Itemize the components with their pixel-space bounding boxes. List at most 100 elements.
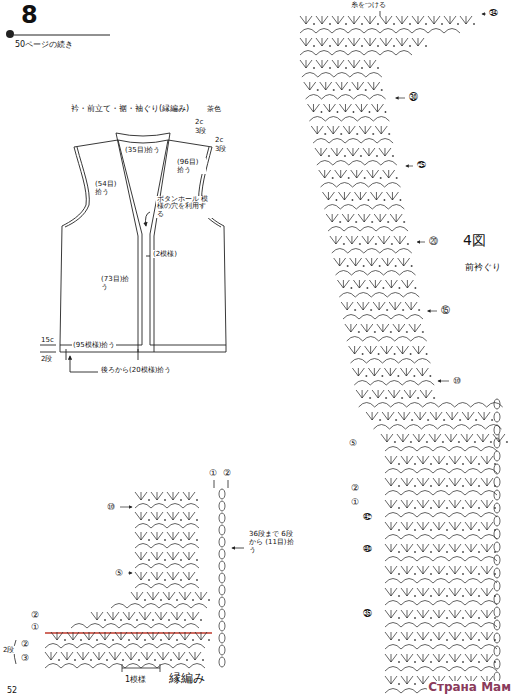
fan-stitch — [151, 492, 163, 500]
single-crochet — [329, 67, 331, 69]
fan-stitch — [167, 512, 179, 520]
single-crochet — [196, 499, 198, 501]
fan-stitch — [401, 654, 413, 662]
single-crochet — [414, 287, 416, 289]
chain-loop — [411, 337, 427, 342]
fan-stitch — [417, 522, 429, 530]
leader-line — [120, 507, 132, 508]
fan-stitch — [371, 104, 383, 112]
chain-loop — [388, 205, 404, 210]
chain-loop — [385, 535, 401, 540]
chain-loop — [347, 337, 363, 342]
fan-stitch — [449, 610, 461, 618]
note: 36段まで 6段から (11目)拾う — [248, 530, 298, 554]
fan-stitch — [364, 60, 376, 68]
chain-stitch — [494, 646, 500, 656]
fan-stitch — [382, 412, 394, 420]
chain-loop — [423, 403, 439, 408]
single-crochet — [446, 485, 448, 487]
fan-stitch — [300, 60, 312, 68]
single-crochet — [368, 111, 370, 113]
row-number: ㉕ — [416, 160, 427, 170]
single-crochet — [429, 375, 431, 377]
single-crochet — [414, 551, 416, 553]
single-crochet — [180, 559, 182, 561]
fan-stitch — [465, 566, 477, 574]
leader-line — [146, 256, 150, 257]
fan-stitch — [416, 368, 428, 376]
single-crochet — [352, 111, 354, 113]
figure-label: 4図 — [462, 232, 487, 248]
chain-stitch — [494, 399, 500, 409]
chain-loop — [343, 315, 359, 320]
chain-loop — [135, 524, 151, 529]
chain-loop — [135, 504, 151, 509]
vest-schematic — [40, 133, 226, 372]
single-crochet — [392, 155, 394, 157]
single-crochet — [427, 419, 429, 421]
fan-stitch — [367, 170, 379, 178]
chain-loop — [111, 604, 127, 609]
chain-loop — [365, 161, 381, 166]
chain-loop — [381, 161, 397, 166]
fan-stitch — [385, 632, 397, 640]
fan-stitch — [374, 214, 386, 222]
fan-stitch — [398, 412, 410, 420]
chain-stitch — [219, 489, 225, 499]
chain-loop — [374, 425, 390, 430]
chain-loop — [316, 51, 332, 56]
chain-loop — [157, 664, 173, 669]
fan-stitch — [183, 572, 195, 580]
chain-loop — [61, 664, 77, 669]
fan-stitch — [462, 412, 474, 420]
fan-stitch — [307, 104, 319, 112]
fan-stitch — [141, 652, 153, 660]
fan-stitch — [352, 82, 364, 90]
fan-stitch — [461, 434, 473, 442]
single-crochet — [80, 639, 82, 641]
chain-loop — [127, 604, 143, 609]
chain-loop — [366, 359, 382, 364]
fan-stitch — [45, 652, 57, 660]
armhole-band — [65, 147, 89, 227]
fan-stitch — [401, 522, 413, 530]
single-crochet — [371, 221, 373, 223]
single-crochet — [403, 221, 405, 223]
fan-stitch — [388, 390, 400, 398]
chain-loop — [151, 564, 167, 569]
single-crochet — [396, 177, 398, 179]
neckline-chart — [300, 14, 508, 693]
chain-loop — [167, 524, 183, 529]
chain-loop — [465, 623, 481, 628]
chain-loop — [465, 667, 481, 672]
fan-stitch — [460, 16, 472, 24]
fan-stitch — [167, 532, 179, 540]
fan-stitch — [385, 478, 397, 486]
repeat-count: (2模様) — [152, 250, 178, 258]
chain-loop — [340, 205, 356, 210]
single-crochet — [478, 595, 480, 597]
chain-loop — [318, 73, 334, 78]
single-crochet — [446, 463, 448, 465]
chain-stitch — [494, 542, 500, 552]
single-crochet — [446, 507, 448, 509]
chain-loop — [438, 425, 454, 430]
chain-loop — [77, 644, 93, 649]
row-number: ② — [30, 610, 40, 620]
single-crochet — [462, 463, 464, 465]
chain-loop — [376, 227, 392, 232]
row-number: ㊵ — [362, 544, 373, 554]
dimension: 2段 — [2, 646, 15, 654]
chain-loop — [379, 337, 395, 342]
chain-loop — [377, 139, 393, 144]
single-crochet — [196, 519, 198, 521]
single-crochet — [104, 619, 106, 621]
single-crochet — [462, 551, 464, 553]
single-crochet — [345, 67, 347, 69]
chain-loop — [417, 513, 433, 518]
fan-stitch — [381, 346, 393, 354]
leader-line — [428, 311, 437, 312]
fan-stitch — [135, 512, 147, 520]
left-front — [60, 140, 142, 345]
fan-stitch — [353, 280, 365, 288]
